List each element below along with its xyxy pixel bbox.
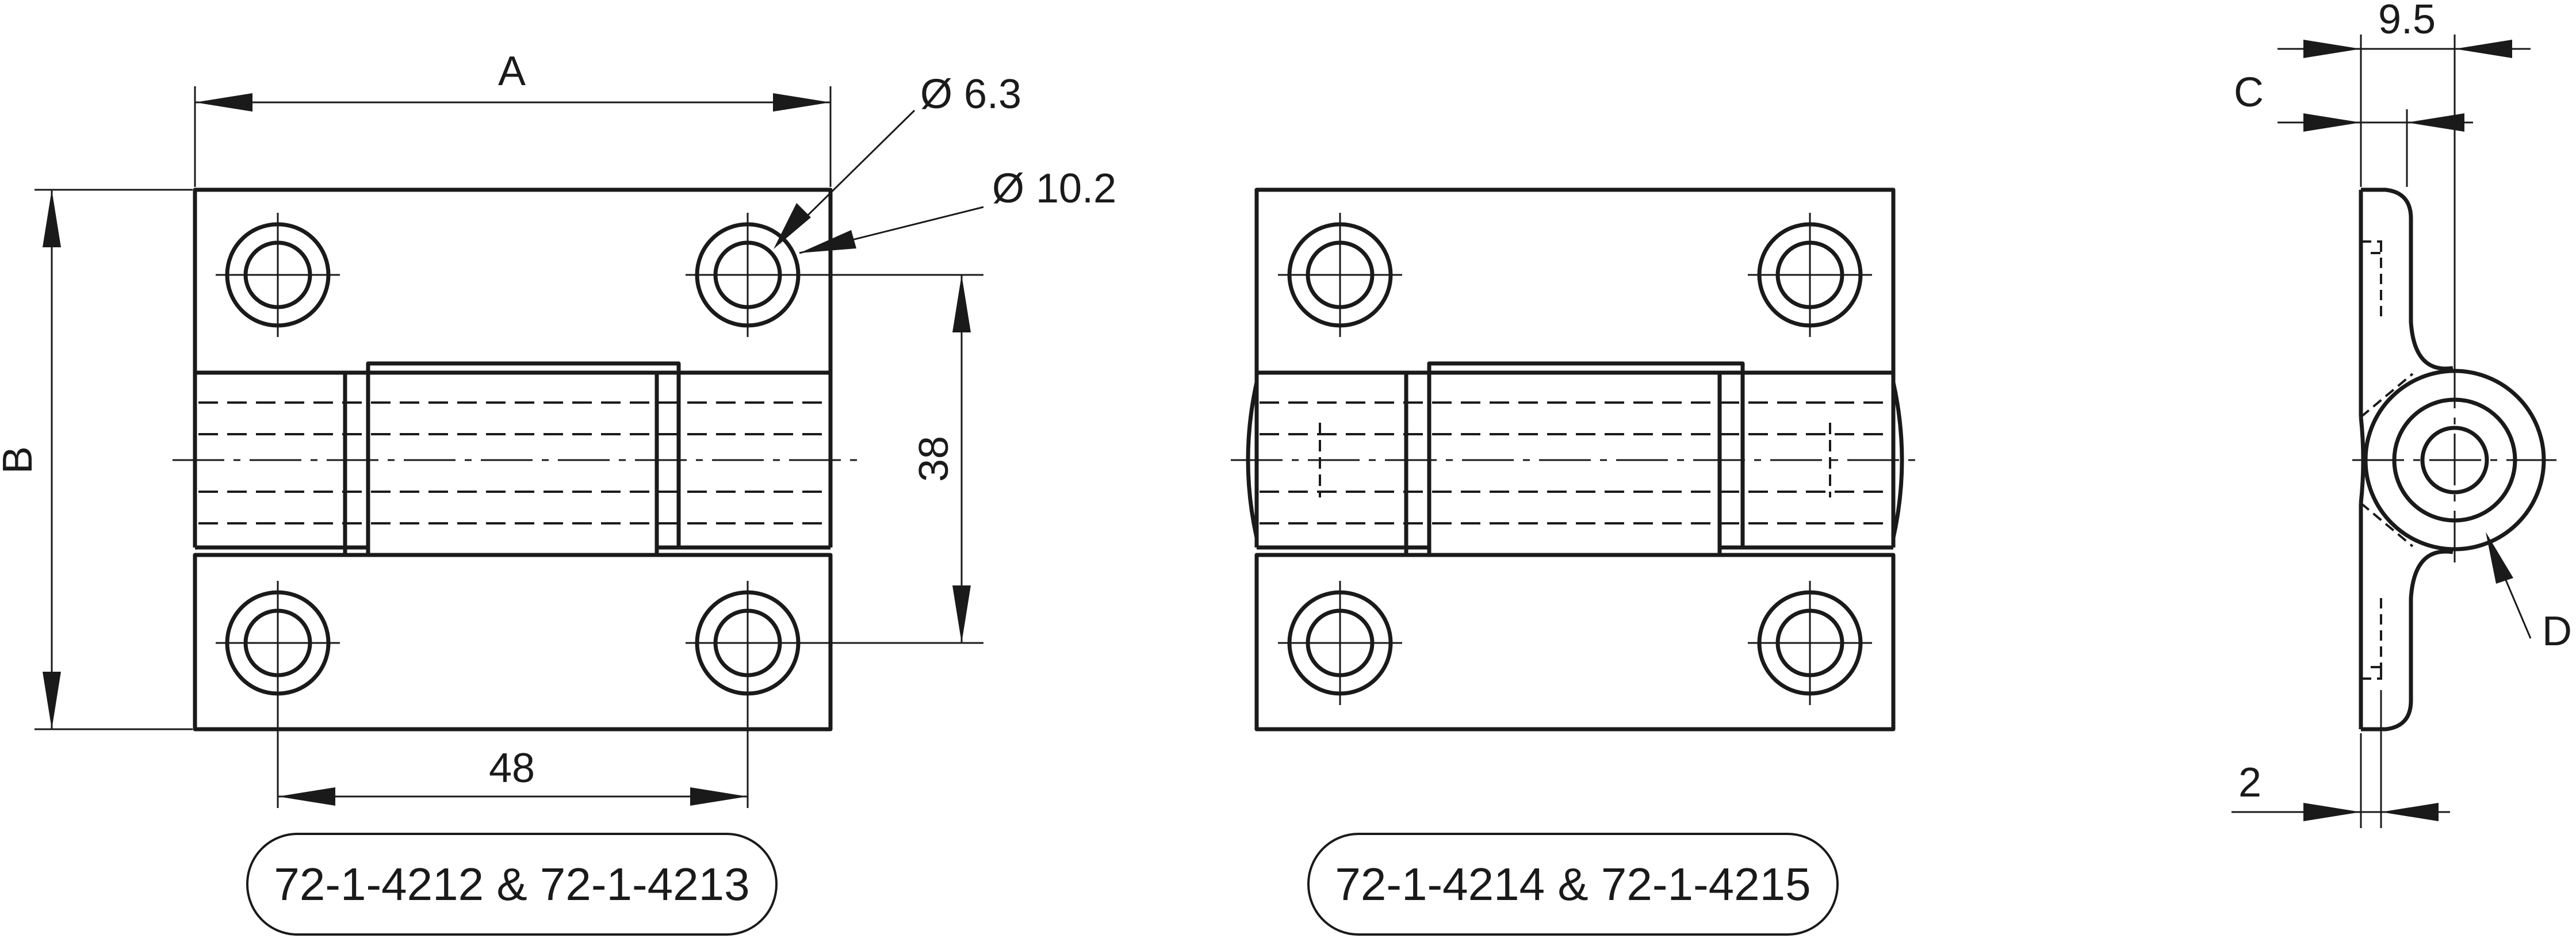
dim-2-label: 2	[2238, 760, 2261, 806]
left-caption-text: 72-1-4212 & 72-1-4213	[274, 859, 749, 910]
dim-d-label: D	[2542, 608, 2572, 654]
middle-hinge-view: 72-1-4214 & 72-1-4215	[1231, 187, 1918, 936]
dim-48-label: 48	[489, 745, 535, 791]
hole-circle	[216, 581, 340, 705]
hole-circle	[216, 213, 340, 337]
hole-circle	[1748, 213, 1872, 337]
middle-top-leaf	[1254, 187, 1896, 375]
hole-circle	[1748, 581, 1872, 705]
hole-circle	[1278, 581, 1402, 705]
dim-9-5-label: 9.5	[2378, 0, 2436, 43]
dim-a-label: A	[498, 48, 526, 94]
left-top-leaf	[193, 187, 833, 375]
left-hinge-view: A B 38 48 Ø 6.3 Ø 10.2 72-1-4212 & 72-1-	[0, 48, 1116, 936]
dim-b-label: B	[0, 446, 41, 474]
middle-caption-text: 72-1-4214 & 72-1-4215	[1335, 859, 1811, 910]
dim-c-label: C	[2234, 70, 2264, 116]
dim-hole-small-label: Ø 6.3	[920, 71, 1021, 117]
dim-38-label: 38	[911, 436, 957, 482]
hole-circle	[1278, 213, 1402, 337]
middle-caption-box	[1307, 833, 1839, 936]
side-hinge-view: 9.5 C D 2	[2231, 0, 2572, 828]
hole-circle	[686, 581, 810, 705]
middle-bottom-leaf	[1254, 553, 1896, 732]
left-caption-box	[246, 833, 778, 936]
dim-hole-large-label: Ø 10.2	[992, 166, 1116, 212]
